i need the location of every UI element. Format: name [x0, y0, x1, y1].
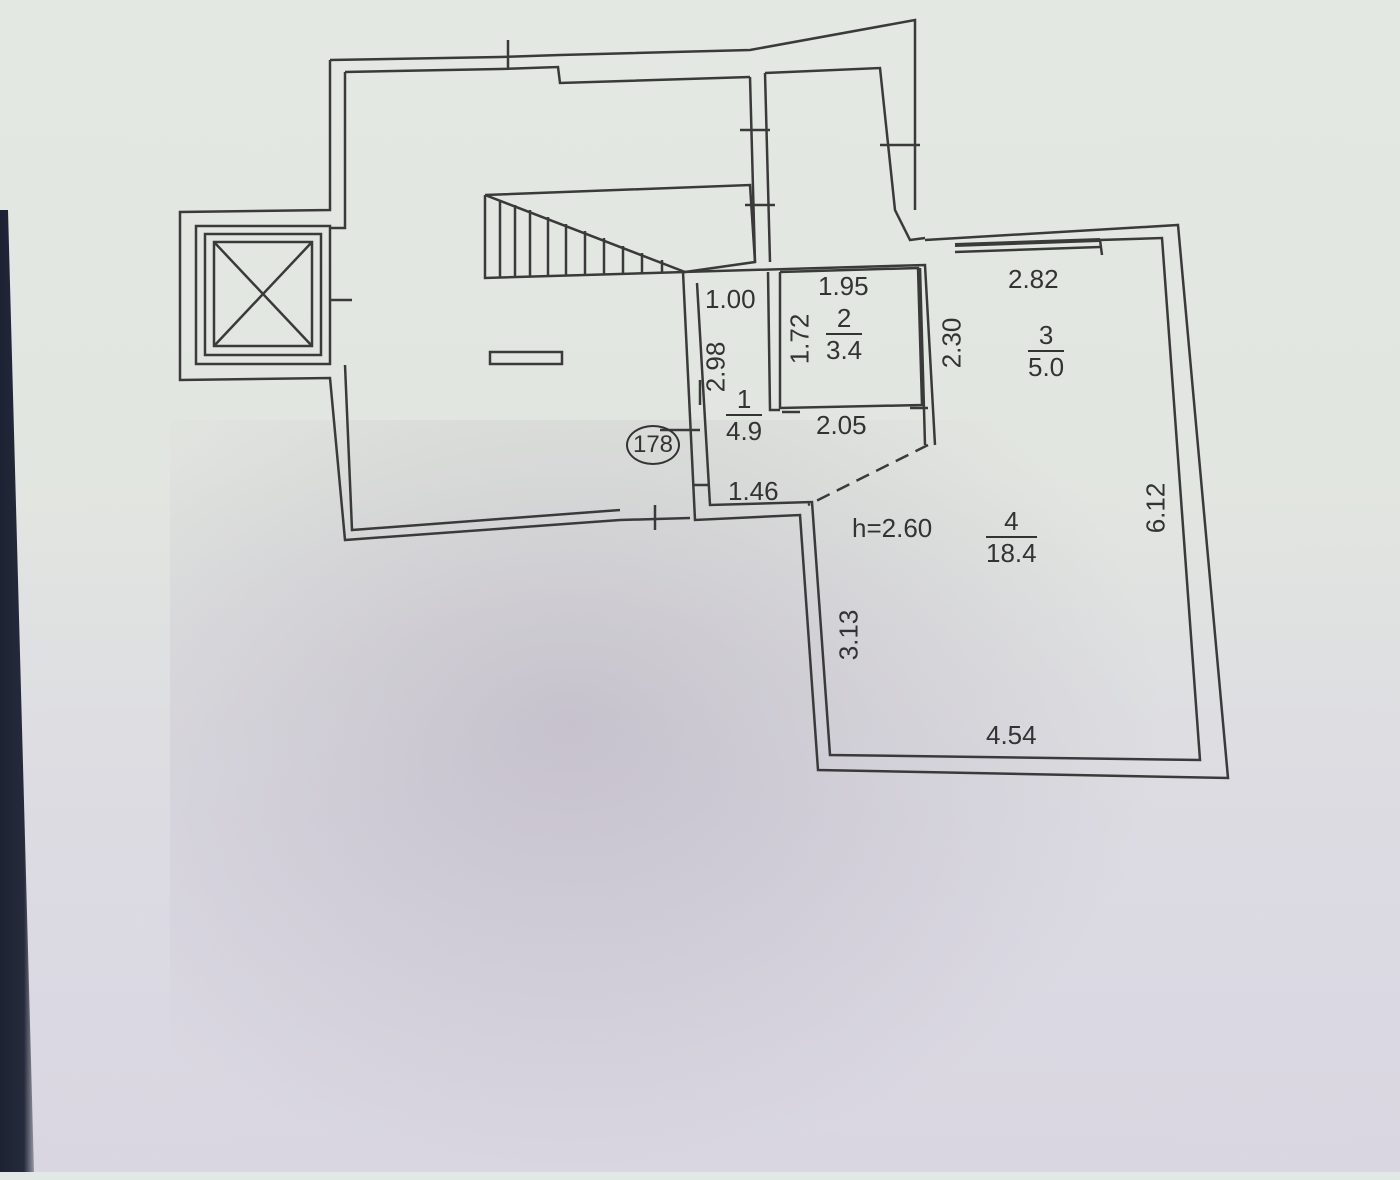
room-area: 18.4	[986, 538, 1037, 568]
dim-room2-top: 1.95	[818, 271, 869, 301]
ceiling-height: h=2.60	[852, 513, 933, 543]
dim-room4-left: 3.13	[833, 609, 864, 661]
dim-room4-bottom: 4.54	[986, 720, 1037, 750]
room-area: 3.4	[826, 335, 863, 365]
room-area: 4.9	[726, 416, 763, 446]
room-4-label: 4 18.4	[986, 508, 1037, 566]
room-number: 4	[986, 508, 1037, 538]
room-3-label: 3 5.0	[1028, 322, 1065, 382]
dim-room2-bottom: 2.05	[816, 410, 867, 440]
apartment-walls	[681, 223, 1230, 780]
stairwell-walls	[178, 18, 926, 542]
room-number: 1	[726, 386, 763, 416]
dim-room3-top: 2.82	[1008, 264, 1059, 294]
room-number: 3	[1028, 322, 1065, 352]
room-2-label: 2 3.4	[826, 305, 863, 365]
dim-room1-side: 2.98	[700, 341, 731, 393]
dim-room2-side: 1.72	[784, 313, 815, 365]
dim-room4-right: 6.12	[1140, 482, 1171, 534]
apartment-marker: 178	[626, 425, 680, 465]
room-number: 2	[826, 305, 863, 335]
dim-room1-bottom: 1.46	[728, 476, 779, 506]
dim-room1-top: 1.00	[705, 284, 756, 314]
room-1-label: 1 4.9	[726, 386, 763, 446]
room-area: 5.0	[1028, 352, 1065, 382]
dim-room3-side: 2.30	[936, 317, 967, 369]
